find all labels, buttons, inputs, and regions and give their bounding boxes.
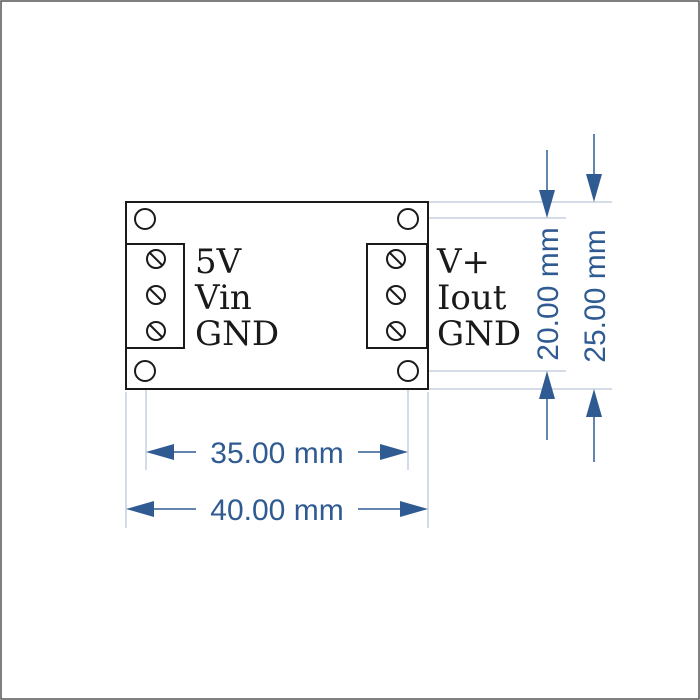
mounting-hole-top-left [134, 208, 156, 230]
left-label-gnd: GND [195, 314, 279, 354]
arrow-left-icon [146, 444, 174, 460]
mounting-hole-bottom-right [397, 360, 419, 382]
right-label-iout: Iout [437, 278, 507, 318]
mounting-hole-bottom-left [134, 360, 156, 382]
dimension-label-40mm: 40.00 mm [210, 494, 343, 527]
dimension-hole-spacing-vertical: 20.00 mm [532, 150, 565, 440]
arrow-up-icon [586, 389, 602, 417]
arrow-right-icon [380, 444, 408, 460]
dimension-label-25mm: 25.00 mm [579, 229, 612, 362]
screw-slot [149, 288, 163, 302]
screw-slot [149, 324, 163, 338]
dimension-hole-spacing-horizontal: 35.00 mm [146, 437, 408, 470]
arrow-up-icon [539, 371, 555, 399]
screw-slot [149, 252, 163, 266]
dimension-label-20mm: 20.00 mm [532, 227, 565, 360]
arrow-right-icon [400, 501, 428, 517]
arrow-down-icon [539, 190, 555, 218]
dimension-board-height: 25.00 mm [579, 134, 612, 462]
right-label-gnd: GND [437, 314, 521, 354]
screw-slot [389, 288, 403, 302]
arrow-down-icon [586, 174, 602, 202]
left-label-5v: 5V [195, 242, 243, 282]
arrow-left-icon [126, 501, 154, 517]
screw-slot [389, 324, 403, 338]
dimension-board-width: 40.00 mm [126, 494, 428, 527]
right-label-vplus: V+ [436, 242, 490, 282]
dimension-label-35mm: 35.00 mm [210, 437, 343, 470]
extension-lines [125, 201, 612, 528]
screw-slot [389, 252, 403, 266]
mounting-hole-top-right [397, 208, 419, 230]
left-label-vin: Vin [194, 278, 252, 318]
